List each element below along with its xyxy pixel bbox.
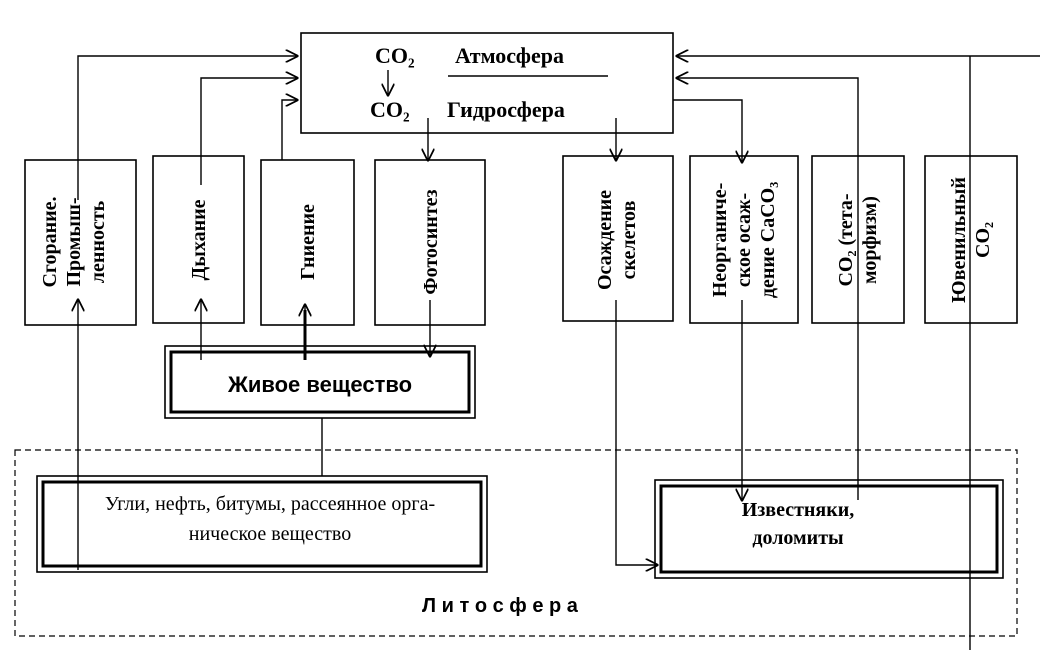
svg-text:морфизм): морфизм) xyxy=(859,196,881,284)
coal-line-2: ническое вещество xyxy=(189,523,351,545)
limestone-line-1: Известняки, xyxy=(742,499,855,521)
living-matter-outer xyxy=(164,345,476,419)
living-matter-box xyxy=(169,350,471,414)
respiration-label: Дыхание xyxy=(188,199,210,280)
svg-text:Сгорание.: Сгорание. xyxy=(39,196,61,287)
respiration-box xyxy=(152,155,245,324)
combustion-to-atmosphere-arrow xyxy=(77,56,297,200)
respiration-to-atmosphere-arrow xyxy=(200,78,297,185)
lithosphere-region xyxy=(14,449,1018,637)
limestone-outer xyxy=(654,479,1004,579)
svg-text:Промыш-: Промыш- xyxy=(63,197,85,286)
living-matter-label: Живое вещество xyxy=(227,372,412,397)
limestone-box xyxy=(659,484,999,574)
metamorphism-to-atmosphere-arrow xyxy=(677,78,859,500)
juvenile-box xyxy=(924,155,1018,324)
decay-to-atmosphere-arrow xyxy=(281,100,297,160)
skeleton-to-limestone-arrow xyxy=(615,300,657,565)
atmosphere-hydrosphere-box xyxy=(300,32,674,134)
skeleton-label: Осаждение скелетов xyxy=(594,190,640,290)
coal-box xyxy=(41,480,483,568)
inorganic-label: Неорганиче- ское осаж- дение CaCO₃ xyxy=(709,182,779,298)
svg-text:дение CaCO₃: дение CaCO₃ xyxy=(757,182,779,298)
coal-line-1: Угли, нефть, битумы, рассеянное орга- xyxy=(105,493,435,515)
atmosphere-label: Атмосфера xyxy=(455,43,564,68)
skeleton-box xyxy=(562,155,674,322)
decay-box xyxy=(260,159,355,326)
decay-label: Гниение xyxy=(297,204,319,280)
svg-text:CO₂: CO₂ xyxy=(972,222,994,258)
limestone-line-2: доломиты xyxy=(752,527,844,549)
svg-text:Осаждение: Осаждение xyxy=(594,190,616,290)
hydro-to-inorganic-arrow xyxy=(673,99,742,162)
coal-outer xyxy=(36,475,488,573)
photosynthesis-label: Фотосинтез xyxy=(420,189,442,294)
juvenile-label: Ювенильный CO₂ xyxy=(948,177,994,303)
lithosphere-label: Л и т о с ф е р а xyxy=(422,595,579,617)
hydrosphere-co2: CO₂ xyxy=(370,97,410,122)
svg-text:CO₂ (тета-: CO₂ (тета- xyxy=(835,193,857,286)
inorganic-box xyxy=(689,155,799,324)
metamorphism-label: CO₂ (тета- морфизм) xyxy=(835,193,881,286)
svg-text:Неорганиче-: Неорганиче- xyxy=(709,183,731,298)
hydrosphere-label: Гидросфера xyxy=(447,97,565,122)
svg-text:Ювенильный: Ювенильный xyxy=(948,177,970,303)
svg-text:ленность: ленность xyxy=(87,200,109,283)
atmosphere-co2: CO₂ xyxy=(375,43,415,68)
svg-text:ское осаж-: ское осаж- xyxy=(733,193,755,287)
svg-text:скелетов: скелетов xyxy=(618,200,640,279)
combustion-label: Сгорание. Промыш- ленность xyxy=(39,196,109,287)
combustion-box xyxy=(24,159,137,326)
